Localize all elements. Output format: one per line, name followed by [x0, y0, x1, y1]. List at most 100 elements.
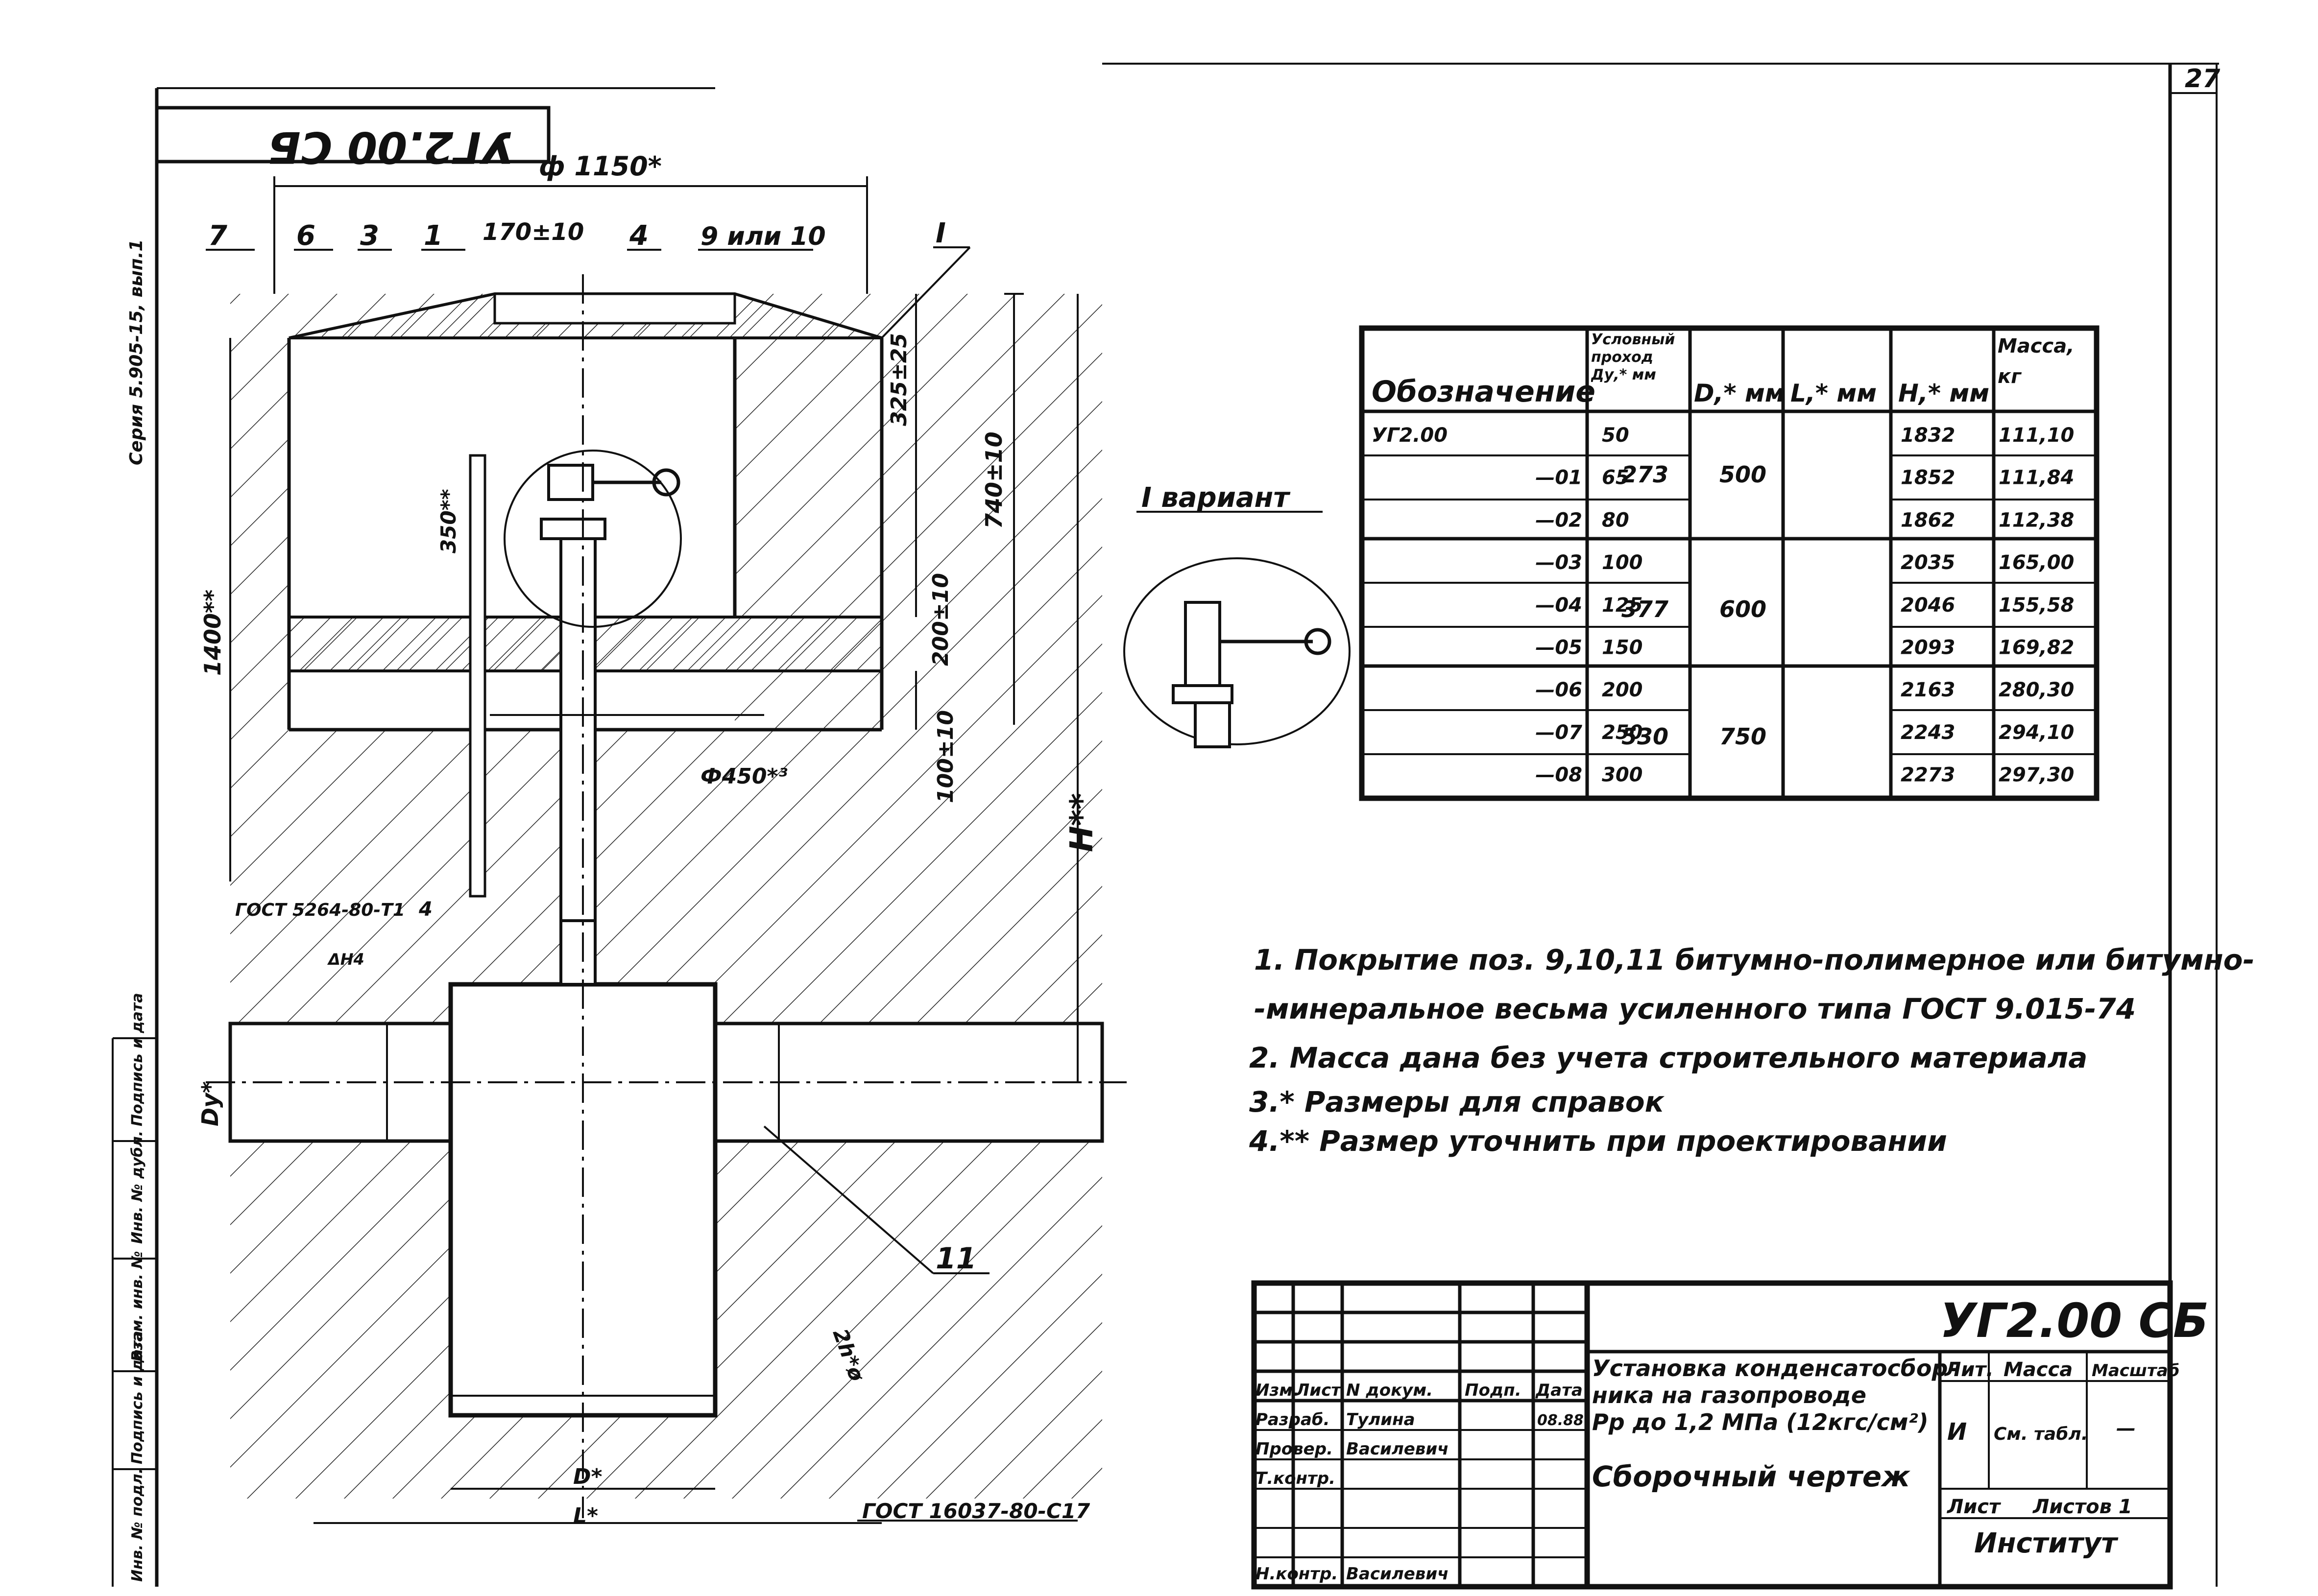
- spec-l-group-1: 500: [1719, 461, 1766, 488]
- spec-l-group-2: 600: [1719, 596, 1766, 622]
- role-3: Т.контр.: [1256, 1469, 1335, 1488]
- spec-d-group-3: 530: [1621, 723, 1668, 750]
- electrode-rod: [469, 454, 486, 898]
- scale-value: —: [2116, 1417, 2136, 1440]
- pos-6: 6: [296, 220, 315, 252]
- title-code: УГ2.00 СБ: [1940, 1293, 2209, 1348]
- sheets-label: Листов 1: [2032, 1496, 2132, 1518]
- role-4-name: Василевич: [1346, 1564, 1449, 1584]
- weld-left: 4: [418, 898, 433, 921]
- spec-table: Обозначение Условный проход Ду,* мм D,* …: [1359, 325, 2100, 801]
- spec-designation-7: —07: [1535, 721, 1582, 744]
- weld-small: ΔH4: [327, 950, 364, 969]
- note-3: 3.* Размеры для справок: [1249, 1085, 1665, 1119]
- dim-dy: Dу*: [197, 1081, 223, 1126]
- dim-1400: 1400**: [199, 590, 226, 676]
- scale-label: Масштаб: [2092, 1361, 2179, 1381]
- dim-740: 740±10: [981, 431, 1007, 529]
- spec-h-8: 2273: [1901, 764, 1955, 786]
- role-1-name: Тулина: [1346, 1410, 1415, 1429]
- spec-dy-1: 65: [1602, 467, 1629, 489]
- note-1a: 1. Покрытие поз. 9,10,11 битумно-полимер…: [1254, 943, 2255, 977]
- variant-label: I вариант: [1141, 482, 1291, 514]
- spec-header-h: H,* мм: [1898, 379, 1989, 407]
- spec-h-0: 1832: [1901, 424, 1955, 447]
- margin-label-5: Инв. № подл.: [129, 1468, 146, 1582]
- dim-diameter: ф 1150*: [539, 151, 662, 182]
- spec-dy-2: 80: [1602, 509, 1629, 531]
- margin-field-labels: Подпись и дата Инв. № дубл. Взам. инв. №…: [129, 993, 146, 1582]
- role-1-date: 08.88: [1537, 1412, 1584, 1429]
- sheet-label: Лист: [1947, 1496, 2002, 1518]
- spec-mass-2: 112,38: [1999, 509, 2074, 531]
- role-2: Провер.: [1256, 1439, 1333, 1459]
- valve-body: [547, 464, 594, 501]
- spec-h-3: 2035: [1901, 551, 1955, 574]
- spec-h-2: 1862: [1901, 509, 1955, 531]
- lit-label: Лит.: [1944, 1358, 1994, 1381]
- note-2: 2. Масса дана без учета строительного ма…: [1249, 1041, 2087, 1074]
- dim-100: 100±10: [933, 710, 958, 803]
- spec-designation-6: —06: [1535, 679, 1582, 701]
- spec-dy-6: 200: [1602, 679, 1643, 701]
- pos-9-10: 9 или 10: [700, 222, 826, 251]
- role-2-name: Василевич: [1346, 1439, 1449, 1459]
- spec-dy-7: 250: [1602, 721, 1643, 744]
- spec-dy-0: 50: [1602, 424, 1629, 447]
- spec-header-l: L,* мм: [1790, 379, 1877, 407]
- spec-mass-5: 169,82: [1999, 637, 2074, 659]
- spec-d-group-2: 377: [1621, 596, 1668, 622]
- spec-mass-8: 297,30: [1999, 764, 2074, 786]
- mass-label: Масса: [2004, 1358, 2073, 1381]
- dim-170: 170±10: [483, 218, 584, 246]
- main-dimensions: [229, 176, 1079, 1524]
- spec-designation-0: УГ2.00: [1372, 424, 1448, 447]
- head-date: Дата: [1535, 1381, 1583, 1400]
- head-ndoc: N докум.: [1346, 1381, 1433, 1400]
- condensate-collector: [448, 982, 718, 1418]
- pos-7: 7: [208, 220, 227, 252]
- spec-mass-3: 165,00: [1999, 551, 2074, 574]
- head-izm: Изм.: [1256, 1381, 1299, 1400]
- spec-mass-7: 294,10: [1999, 721, 2074, 744]
- series-label: Серия 5.905-15, вып.1: [126, 239, 146, 465]
- role-4: Н.контр.: [1256, 1564, 1338, 1584]
- spec-dy-4: 125: [1602, 594, 1643, 617]
- spec-header-designation: Обозначение: [1372, 375, 1595, 409]
- sheet-number: 27: [2185, 64, 2221, 94]
- spec-header-dy: Условный проход Ду,* мм: [1591, 331, 1675, 383]
- dim-D: D*: [573, 1464, 603, 1489]
- spec-l-group-3: 750: [1719, 723, 1766, 750]
- title-subtitle: Сборочный чертеж: [1592, 1460, 1910, 1493]
- dim-350: 350**: [436, 489, 460, 553]
- dim-325: 325±25: [887, 333, 912, 426]
- flange: [540, 518, 606, 540]
- spec-row-lines: [1362, 454, 2097, 755]
- org-name: Институт: [1974, 1527, 2119, 1559]
- gost-bottom: ГОСТ 16037-80-С17: [862, 1499, 1090, 1523]
- margin-label-2: Инв. № дубл.: [129, 1131, 146, 1244]
- spec-h-7: 2243: [1901, 721, 1955, 744]
- dim-d450: Ф450*³: [700, 764, 788, 789]
- spec-designation-3: —03: [1535, 551, 1582, 574]
- pos-4: 4: [629, 220, 649, 252]
- spec-h-6: 2163: [1901, 679, 1955, 701]
- spec-d-group-1: 273: [1621, 461, 1668, 488]
- pos-I: I: [936, 217, 946, 249]
- head-list: Лист: [1295, 1381, 1342, 1400]
- margin-label-3: Взам. инв. №: [129, 1251, 146, 1361]
- spec-header-d: D,* мм: [1694, 379, 1785, 407]
- valve-handwheel: [652, 468, 680, 497]
- head-sign: Подп.: [1465, 1381, 1521, 1400]
- spec-h-1: 1852: [1901, 467, 1955, 489]
- riser-pipe: [559, 518, 597, 922]
- margin-label-1: Подпись и дата: [129, 993, 146, 1126]
- spec-h-5: 2093: [1901, 637, 1955, 659]
- title-line-3: Рр до 1,2 МПа (12кгс/см²): [1592, 1409, 1929, 1435]
- carpet-cover: [493, 292, 736, 325]
- lit-value: И: [1947, 1418, 1967, 1446]
- dim-H: H**: [1064, 793, 1100, 853]
- notes: 1. Покрытие поз. 9,10,11 битумно-полимер…: [1249, 943, 2255, 1158]
